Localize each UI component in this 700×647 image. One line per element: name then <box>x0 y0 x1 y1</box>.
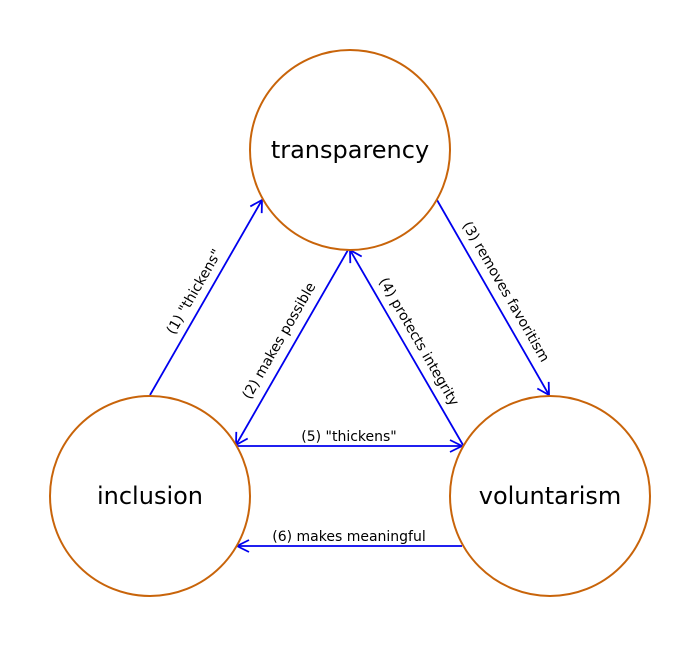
node-transparency-label: transparency <box>271 136 429 164</box>
edge-1-label: (1) "thickens" <box>164 247 226 338</box>
edge-1-line <box>149 199 263 396</box>
edge-3-arrowhead <box>536 381 550 397</box>
nodes: transparency inclusion voluntarism <box>49 49 651 597</box>
node-inclusion-circle <box>49 395 251 597</box>
edge-5-label: (5) "thickens" <box>301 429 397 445</box>
edge-3-label: (3) removes favoritism <box>459 219 553 365</box>
node-voluntarism: voluntarism <box>449 395 651 597</box>
node-transparency-circle <box>249 49 451 251</box>
node-voluntarism-circle <box>449 395 651 597</box>
edge-4: (4) protects integrity <box>349 248 464 446</box>
node-voluntarism-label: voluntarism <box>479 482 622 510</box>
edge-3-line <box>436 199 550 396</box>
edge-2-line <box>235 249 349 446</box>
edge-6-label: (6) makes meaningful <box>272 529 426 545</box>
node-inclusion-label: inclusion <box>97 482 203 510</box>
edge-1: (1) "thickens" <box>149 198 263 396</box>
edge-5: (5) "thickens" <box>237 429 465 453</box>
edge-2: (2) makes possible <box>235 249 349 447</box>
edge-6: (6) makes meaningful <box>234 529 462 553</box>
edge-2-label: (2) makes possible <box>240 280 320 402</box>
node-transparency: transparency <box>249 49 451 251</box>
edge-4-line <box>349 249 464 446</box>
node-inclusion: inclusion <box>49 395 251 597</box>
edge-4-label: (4) protects integrity <box>375 275 462 409</box>
edge-1-arrowhead <box>249 198 263 214</box>
edge-5-arrowhead <box>449 439 465 453</box>
edge-3: (3) removes favoritism <box>436 199 553 397</box>
